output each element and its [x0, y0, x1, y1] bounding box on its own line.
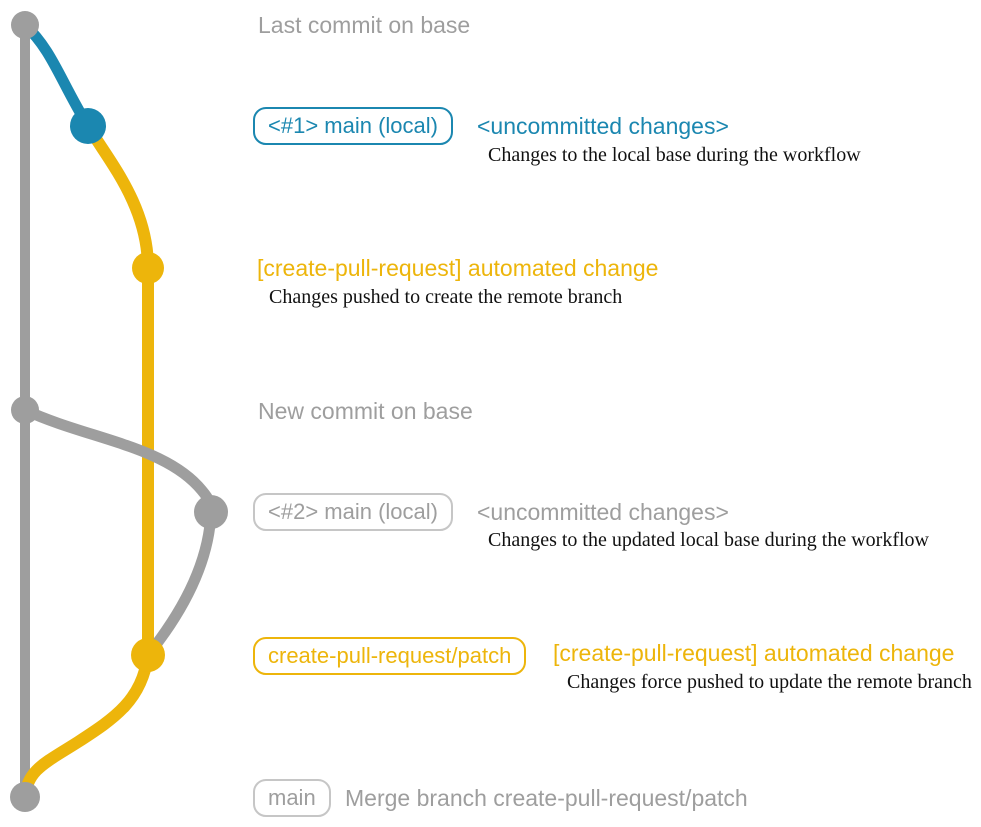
commit-note-2: Changes pushed to create the remote bran…: [269, 286, 623, 308]
commit-message-uncommitted-2: <uncommitted changes>: [477, 499, 729, 525]
commit-dot-patch-1: [132, 252, 164, 284]
local-main-curve-2: [19, 404, 217, 518]
commit-dot-local-main-2: [194, 495, 228, 529]
commit-message-merge: Merge branch create-pull-request/patch: [345, 785, 748, 811]
branch-badge-main: main: [253, 779, 331, 817]
commit-message-automated-2: [create-pull-request] automated change: [553, 640, 955, 666]
commit-dot-patch-2: [131, 638, 165, 672]
merge-curve: [19, 649, 154, 803]
commit-note-4: Changes force pushed to update the remot…: [567, 671, 972, 693]
annotation-new-commit-on-base: New commit on base: [258, 398, 473, 424]
branch-badge-label: main: [268, 785, 316, 810]
commit-message-uncommitted-1: <uncommitted changes>: [477, 113, 729, 139]
commit-dot-new-base: [11, 396, 39, 424]
commit-dot-last-base: [11, 11, 39, 39]
branch-badge-main-local-1: <#1> main (local): [253, 107, 453, 145]
branch-badge-label: <#2> main (local): [268, 499, 438, 524]
branch-badge-main-local-2: <#2> main (local): [253, 493, 453, 531]
branch-badge-label: <#1> main (local): [268, 113, 438, 138]
annotation-last-commit-on-base: Last commit on base: [258, 12, 471, 38]
patch-branch-line: [82, 120, 154, 661]
commit-dot-local-main-1: [70, 108, 106, 144]
branch-badge-create-pull-request-patch: create-pull-request/patch: [253, 637, 527, 675]
commit-note-3: Changes to the updated local base during…: [488, 529, 929, 551]
commit-message-automated-1: [create-pull-request] automated change: [257, 255, 659, 281]
branch-badge-label: create-pull-request/patch: [268, 643, 512, 668]
commit-dot-merge: [10, 782, 40, 812]
force-push-curve: [142, 506, 217, 661]
commit-note-1: Changes to the local base during the wor…: [488, 144, 861, 166]
